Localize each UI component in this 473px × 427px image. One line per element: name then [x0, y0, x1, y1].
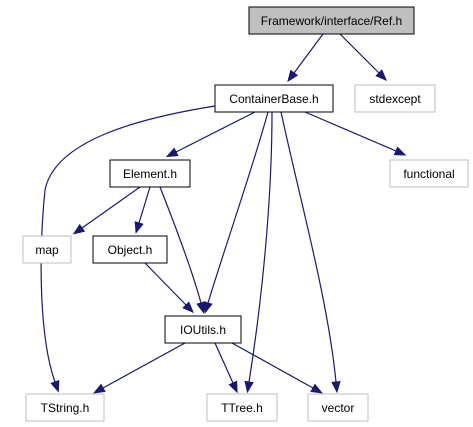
edge-line	[144, 262, 187, 306]
node-box	[22, 235, 72, 264]
node-stdexcept[interactable]: stdexcept	[354, 84, 436, 113]
node-tstring-h[interactable]: TString.h	[25, 393, 105, 422]
edge-element_h-to-object_h	[134, 186, 151, 234]
node-label: functional	[403, 167, 454, 181]
edge-arrowhead	[310, 383, 323, 394]
node-box	[248, 6, 415, 35]
nodes-layer: Framework/interface/Ref.h ContainerBase.…	[22, 6, 469, 422]
edge-line	[175, 111, 256, 153]
edge-line	[138, 186, 151, 224]
node-box	[25, 393, 105, 422]
node-element-h[interactable]: Element.h	[109, 159, 191, 188]
node-box	[92, 235, 168, 264]
edge-containerbase_h-to-vector	[280, 111, 341, 394]
node-label: IOUtils.h	[180, 323, 226, 337]
edges-layer	[40, 33, 407, 394]
node-map[interactable]: map	[22, 235, 72, 264]
node-ttree-h[interactable]: TTree.h	[206, 393, 278, 422]
node-box	[354, 84, 436, 113]
edge-arrowhead	[165, 147, 179, 158]
node-box	[307, 393, 369, 422]
edge-object_h-to-ioutils_h	[144, 262, 194, 314]
node-label: stdexcept	[369, 92, 421, 106]
edge-line	[248, 111, 273, 383]
edge-line	[339, 33, 380, 74]
node-box	[109, 159, 191, 188]
node-label: Framework/interface/Ref.h	[261, 14, 402, 28]
edge-arrowhead	[134, 221, 144, 234]
edge-line	[207, 111, 269, 304]
node-box	[214, 84, 334, 113]
edge-arrowhead	[287, 69, 299, 83]
node-ref-h[interactable]: Framework/interface/Ref.h	[248, 6, 415, 35]
edge-element_h-to-map	[72, 186, 141, 235]
edge-element_h-to-ioutils_h	[159, 186, 206, 314]
edge-arrowhead	[203, 301, 213, 314]
edge-ref_h-to-stdexcept	[339, 33, 388, 82]
edge-containerbase_h-to-ioutils_h	[203, 111, 269, 314]
edge-containerbase_h-to-tstring_h	[40, 105, 216, 393]
edge-arrowhead	[244, 380, 254, 394]
node-label: Object.h	[108, 243, 153, 257]
edge-arrowhead	[196, 301, 206, 314]
edge-arrowhead	[182, 301, 194, 314]
edge-line	[293, 33, 324, 74]
edge-arrowhead	[228, 380, 238, 394]
node-label: map	[35, 243, 59, 257]
node-label: TString.h	[41, 401, 90, 415]
edge-containerbase_h-to-element_h	[165, 111, 256, 158]
node-vector[interactable]: vector	[307, 393, 369, 422]
edge-ioutils_h-to-vector	[231, 342, 323, 394]
edge-line	[102, 342, 186, 389]
node-ioutils-h[interactable]: IOUtils.h	[164, 315, 242, 344]
edge-line	[231, 342, 314, 389]
node-containerbase-h[interactable]: ContainerBase.h	[214, 84, 334, 113]
edge-ref_h-to-containerbase_h	[287, 33, 324, 83]
node-label: vector	[322, 401, 355, 415]
node-label: Element.h	[123, 167, 177, 181]
edge-line	[280, 111, 337, 383]
edge-arrowhead	[375, 69, 388, 82]
edge-arrowhead	[93, 383, 106, 394]
edge-ioutils_h-to-ttree_h	[214, 342, 238, 394]
edge-line	[81, 186, 141, 229]
edge-arrowhead	[50, 379, 60, 393]
edge-line	[304, 111, 397, 152]
node-box	[389, 159, 469, 188]
edge-containerbase_h-to-functional	[304, 111, 407, 156]
edge-arrowhead	[393, 146, 407, 156]
edge-arrowhead	[72, 223, 86, 235]
node-box	[206, 393, 278, 422]
edge-ioutils_h-to-tstring_h	[93, 342, 186, 394]
node-functional[interactable]: functional	[389, 159, 469, 188]
edge-arrowhead	[331, 381, 341, 394]
edge-line	[214, 342, 234, 384]
edge-containerbase_h-to-ttree_h	[244, 111, 273, 394]
node-label: ContainerBase.h	[229, 92, 318, 106]
node-object-h[interactable]: Object.h	[92, 235, 168, 264]
node-label: TTree.h	[221, 401, 263, 415]
node-box	[164, 315, 242, 344]
edge-line	[159, 186, 202, 304]
edge-line	[40, 105, 216, 383]
